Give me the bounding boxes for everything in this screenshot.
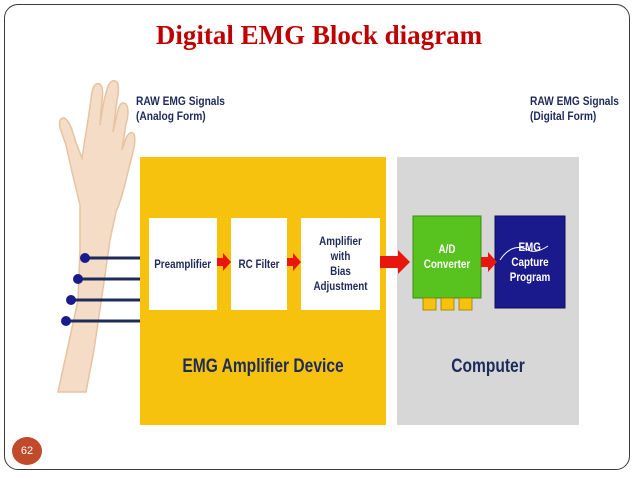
adc-pin-3 (458, 297, 473, 311)
forearm-shape (57, 79, 136, 393)
raw-digital-line-2: (Digital Form) (530, 109, 597, 123)
signal-trace (499, 245, 549, 261)
raw-analog-line-2: (Analog Form) (136, 109, 206, 123)
preamplifier-block: Preamplifier (149, 218, 217, 310)
capture-label-line-2: Capture Program (509, 254, 551, 284)
amplifier-bias-block: Amplifier with Bias Adjustment (301, 218, 380, 310)
rc-filter-label: RC Filter (238, 256, 280, 271)
adc-pin-1 (422, 297, 437, 311)
page-number-badge: 62 (12, 437, 42, 465)
amplifier-bias-line-1: Amplifier with (319, 234, 362, 263)
arrow-pre-to-filter (217, 253, 231, 271)
electrode-4 (61, 316, 71, 326)
capture-label-wrap: EMG Capture Program (495, 216, 565, 308)
arrow-amp-to-adc (380, 250, 410, 274)
electrode-1 (80, 253, 90, 263)
electrode-2 (73, 274, 83, 284)
adc-label: A/D Converter (423, 242, 471, 271)
raw-analog-label: RAW EMG Signals (Analog Form) (136, 94, 225, 124)
capture-label-line-1: EMG (518, 239, 542, 254)
slide-title: Digital EMG Block diagram (155, 20, 483, 50)
amplifier-bias-line-2: Bias Adjustment (313, 264, 368, 293)
raw-digital-line-1: RAW EMG Signals (530, 94, 619, 108)
raw-digital-label: RAW EMG Signals (Digital Form) (530, 94, 619, 124)
flow-arrows (217, 250, 497, 274)
arrow-adc-to-capture (481, 252, 497, 272)
electrode-3 (66, 295, 76, 305)
electrode-leads (61, 253, 140, 326)
arrow-filter-to-amp (287, 253, 301, 271)
adc-pin-2 (440, 297, 455, 311)
computer-label: Computer (451, 356, 525, 377)
adc-label-wrap: A/D Converter (413, 216, 481, 298)
rc-filter-block: RC Filter (231, 218, 287, 310)
raw-analog-line-1: RAW EMG Signals (136, 94, 225, 108)
amplifier-device-label: EMG Amplifier Device (182, 356, 344, 377)
preamplifier-label: Preamplifier (154, 256, 212, 271)
capture-program-block (494, 215, 566, 309)
